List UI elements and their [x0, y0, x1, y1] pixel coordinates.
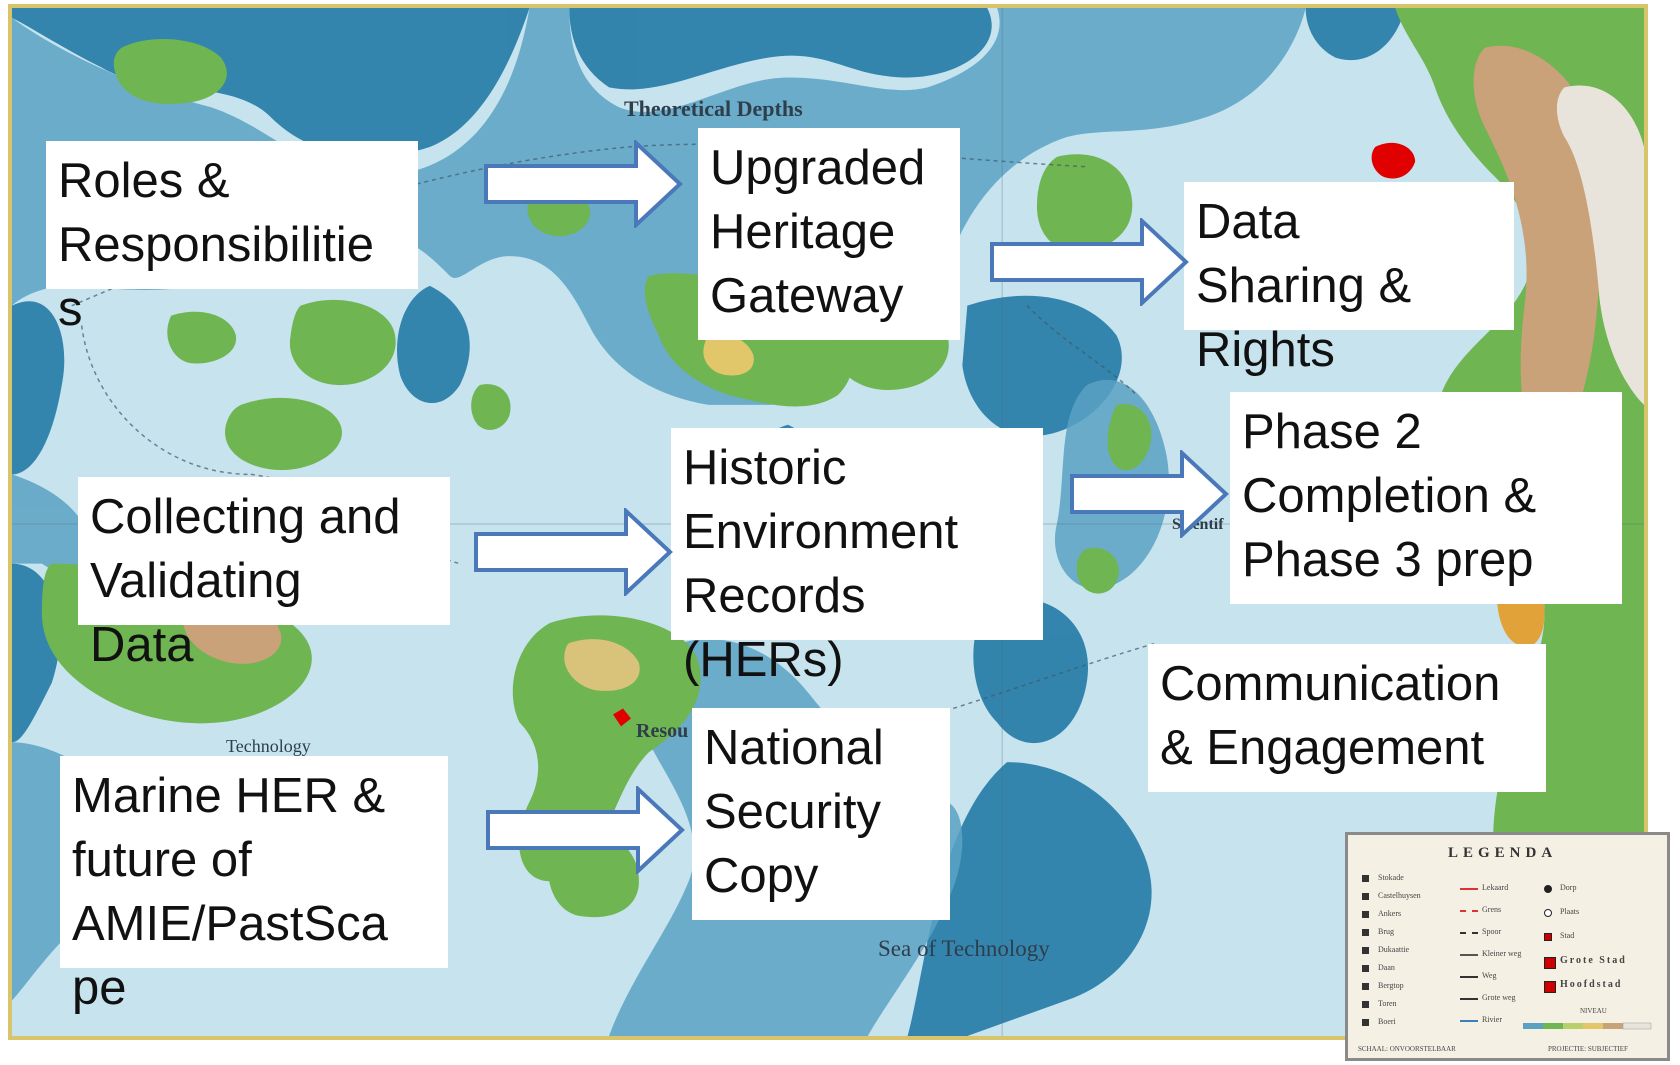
legend-symbol	[1460, 910, 1478, 912]
legend-item-label: Boeri	[1378, 1017, 1396, 1026]
legend-symbol	[1362, 911, 1369, 918]
legend-projection-label: PROJECTIE: SUBJECTIEF	[1548, 1045, 1628, 1053]
legend-item-label: Brug	[1378, 927, 1394, 936]
collecting-validating-data-box: Collecting and Validating Data	[78, 477, 450, 672]
legend-symbol	[1460, 888, 1478, 890]
capital-markers	[613, 142, 1416, 727]
legend-symbol	[1544, 885, 1552, 893]
arrow-marine-to-security	[486, 786, 685, 874]
legend-symbol	[1362, 965, 1369, 972]
legend-symbol	[1362, 983, 1369, 990]
legend-item-label: Castelhuysen	[1378, 891, 1421, 900]
legend-scale-label: SCHAAL: ONVOORSTELBAAR	[1358, 1045, 1456, 1053]
legend-item-label: Weg	[1482, 971, 1497, 980]
legend-symbol	[1460, 1020, 1478, 1022]
legend-symbol	[1362, 929, 1369, 936]
upgraded-heritage-gateway-box: Upgraded Heritage Gateway	[698, 128, 960, 340]
map-legend: LEGENDA NIVEAU SCHAAL: ONVOORSTELBAAR PR…	[1345, 832, 1670, 1061]
communication-engagement-box: Communication & Engagement	[1148, 644, 1546, 792]
place-resources: Resou	[636, 720, 689, 742]
legend-item-label: Grens	[1482, 905, 1502, 914]
legend-symbol	[1544, 957, 1556, 969]
legend-item-label: Stad	[1560, 931, 1575, 940]
legend-item-label: Rivier	[1482, 1015, 1502, 1024]
legend-item-label: Stokade	[1378, 873, 1404, 882]
arrow-gateway-to-sharing	[990, 218, 1189, 306]
legend-symbol	[1544, 981, 1556, 993]
legend-symbol	[1544, 909, 1552, 917]
legend-symbol	[1460, 954, 1478, 956]
legend-item-label: Toren	[1378, 999, 1397, 1008]
legend-item-label: Spoor	[1482, 927, 1502, 936]
legend-item-label: Lekaard	[1482, 883, 1509, 892]
legend-symbol	[1362, 1019, 1369, 1026]
legend-symbol	[1460, 932, 1478, 934]
legend-level-bar	[1523, 1022, 1652, 1030]
phase-completion-box: Phase 2 Completion & Phase 3 prep	[1230, 392, 1622, 604]
legend-item-label: Grote weg	[1482, 993, 1516, 1002]
legend-level-label: NIVEAU	[1580, 1007, 1607, 1015]
legend-symbol	[1544, 933, 1552, 941]
legend-item-label: Plaats	[1560, 907, 1580, 916]
place-sea-of-technology: Sea of Technology	[878, 936, 1050, 961]
legend-item-label: Daan	[1378, 963, 1395, 972]
legend-symbol	[1362, 893, 1369, 900]
historic-environment-records-box: Historic Environment Records (HERs)	[671, 428, 1043, 687]
marine-her-box: Marine HER & future of AMIE/PastSca pe	[60, 756, 448, 1015]
legend-item-label: Hoofdstad	[1560, 979, 1623, 990]
roles-responsibilities-box: Roles & Responsibilitie s	[46, 141, 418, 336]
arrow-collecting-to-hers	[474, 508, 673, 596]
place-technology: Technology	[226, 736, 311, 756]
legend-item-label: Dukaattie	[1378, 945, 1410, 954]
legend-item-label: Grote Stad	[1560, 955, 1627, 966]
legend-symbol	[1362, 875, 1369, 882]
legend-symbol	[1362, 1001, 1369, 1008]
legend-item-label: Dorp	[1560, 883, 1577, 892]
legend-item-label: Ankers	[1378, 909, 1402, 918]
data-sharing-rights-box: Data Sharing & Rights	[1184, 182, 1514, 377]
arrow-to-phase	[1070, 450, 1229, 538]
legend-symbol	[1362, 947, 1369, 954]
legend-symbol	[1460, 998, 1478, 1000]
arrow-roles-to-gateway	[484, 140, 683, 228]
legend-item-label: Bergtop	[1378, 981, 1404, 990]
legend-symbol	[1460, 976, 1478, 978]
national-security-copy-box: National Security Copy	[692, 708, 950, 920]
place-theoretical-depths: Theoretical Depths	[624, 96, 803, 121]
legend-item-label: Kleiner weg	[1482, 949, 1522, 958]
legend-title: LEGENDA	[1448, 845, 1558, 861]
